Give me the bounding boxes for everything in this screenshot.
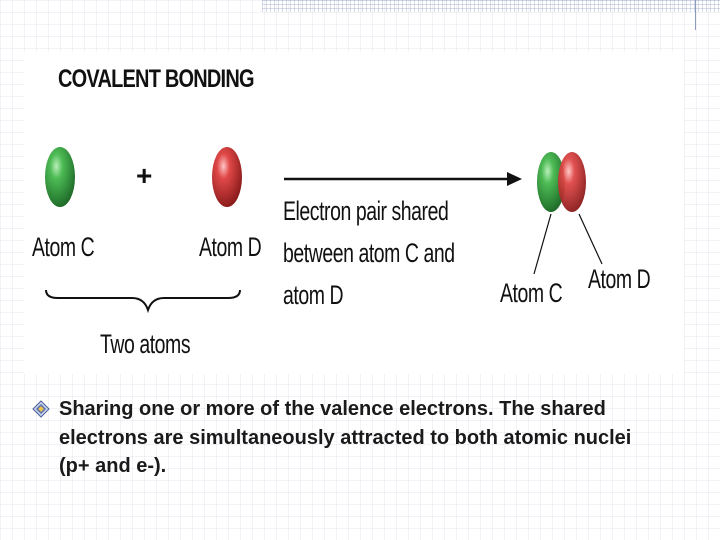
bonded-atom-d-sphere: [558, 152, 586, 212]
top-decorative-band: [262, 0, 720, 12]
two-atoms-label: Two atoms: [100, 329, 191, 359]
bullet-text: Sharing one or more of the valence elect…: [59, 398, 632, 477]
arrow-caption-line-3: atom D: [283, 280, 344, 310]
bonded-atom-c-label: Atom C: [500, 278, 563, 308]
pointer-line-atom-c: [533, 213, 552, 275]
atom-c-sphere: [45, 147, 75, 207]
arrow-caption-line-2: between atom C and: [283, 238, 455, 268]
bonded-atom-d-label: Atom D: [588, 264, 651, 294]
arrow-caption-line-1: Electron pair shared: [283, 196, 449, 226]
figure-title: COVALENT BONDING: [58, 65, 255, 93]
figure-graphics: [45, 147, 603, 314]
atom-d-sphere: [212, 147, 242, 207]
atom-c-label: Atom C: [32, 232, 95, 262]
pointer-line-atom-d: [578, 213, 603, 265]
two-atoms-brace: [45, 289, 241, 314]
top-decorative-line: [695, 0, 696, 30]
bonded-atom-c-sphere: [537, 152, 565, 212]
atom-d-label: Atom D: [199, 232, 262, 262]
covalent-bonding-figure: COVALENT BONDING + Atom C Atom D Electro…: [24, 52, 684, 374]
plus-sign: +: [136, 160, 152, 191]
reaction-arrowhead: [507, 172, 522, 186]
diamond-bullet-icon: [32, 400, 50, 418]
